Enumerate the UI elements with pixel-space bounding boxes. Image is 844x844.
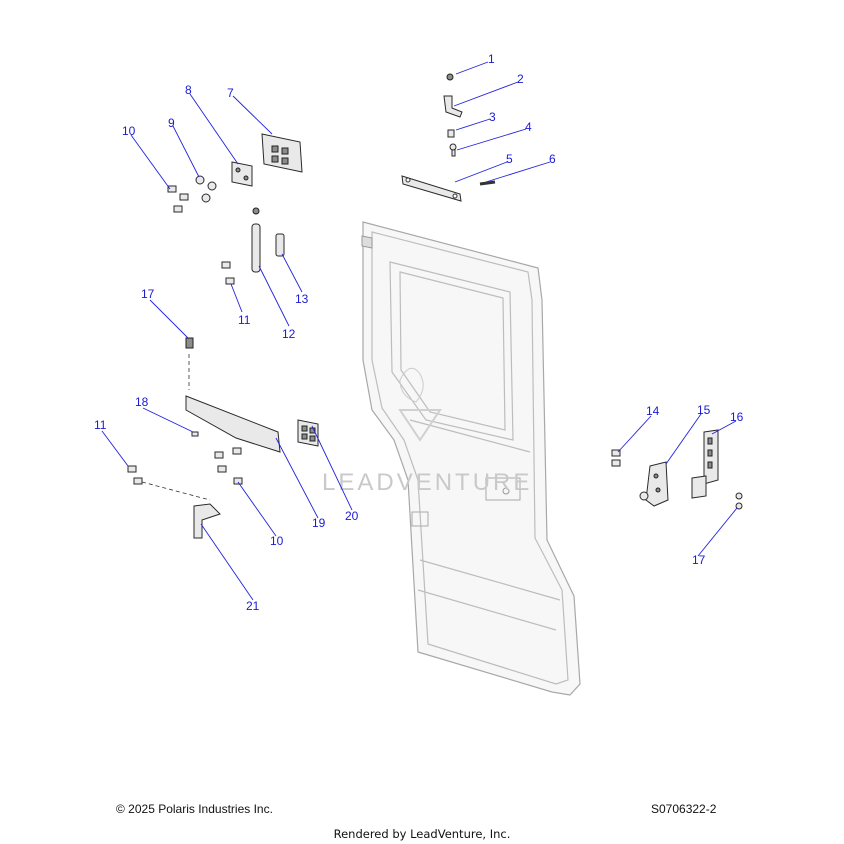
callout-1[interactable]: 1 [488,52,495,66]
callout-numbers: 1 2 3 4 5 6 7 8 9 10 13 11 12 17 18 11 1… [94,52,744,613]
callout-14[interactable]: 14 [646,404,660,418]
callout-21[interactable]: 21 [246,599,260,613]
door-panel: LEADVENTURE [322,221,581,696]
leadventure-watermark: LEADVENTURE [322,469,532,496]
callout-7[interactable]: 7 [227,86,234,100]
callout-8[interactable]: 8 [185,83,192,97]
callout-9[interactable]: 9 [168,116,175,130]
callout-6[interactable]: 6 [549,152,556,166]
parts-7-13 [167,133,303,285]
callout-10-bottom[interactable]: 10 [270,534,284,548]
callout-4[interactable]: 4 [525,120,532,134]
callout-5[interactable]: 5 [506,152,513,166]
callout-17-right[interactable]: 17 [692,553,706,567]
callout-3[interactable]: 3 [489,110,496,124]
parts-17-21 [127,337,319,539]
rendered-by-text: Rendered by LeadVenture, Inc. [333,827,511,841]
leader-lines [101,61,738,601]
callout-15[interactable]: 15 [697,403,711,417]
copyright-text: © 2025 Polaris Industries Inc. [116,802,273,816]
callout-10-top[interactable]: 10 [122,124,136,138]
drawing-number: S0706322-2 [651,802,717,816]
callout-19[interactable]: 19 [312,516,326,530]
callout-16[interactable]: 16 [730,410,744,424]
parts-14-17 [611,429,743,510]
callout-2[interactable]: 2 [517,72,524,86]
callout-11-left[interactable]: 11 [94,418,107,432]
callout-17-left[interactable]: 17 [141,287,155,301]
parts-1-6 [401,73,496,202]
callout-18[interactable]: 18 [135,395,149,409]
callout-12[interactable]: 12 [282,327,296,341]
callout-20[interactable]: 20 [345,509,359,523]
callout-13[interactable]: 13 [295,292,309,306]
callout-11-top[interactable]: 11 [238,313,251,327]
